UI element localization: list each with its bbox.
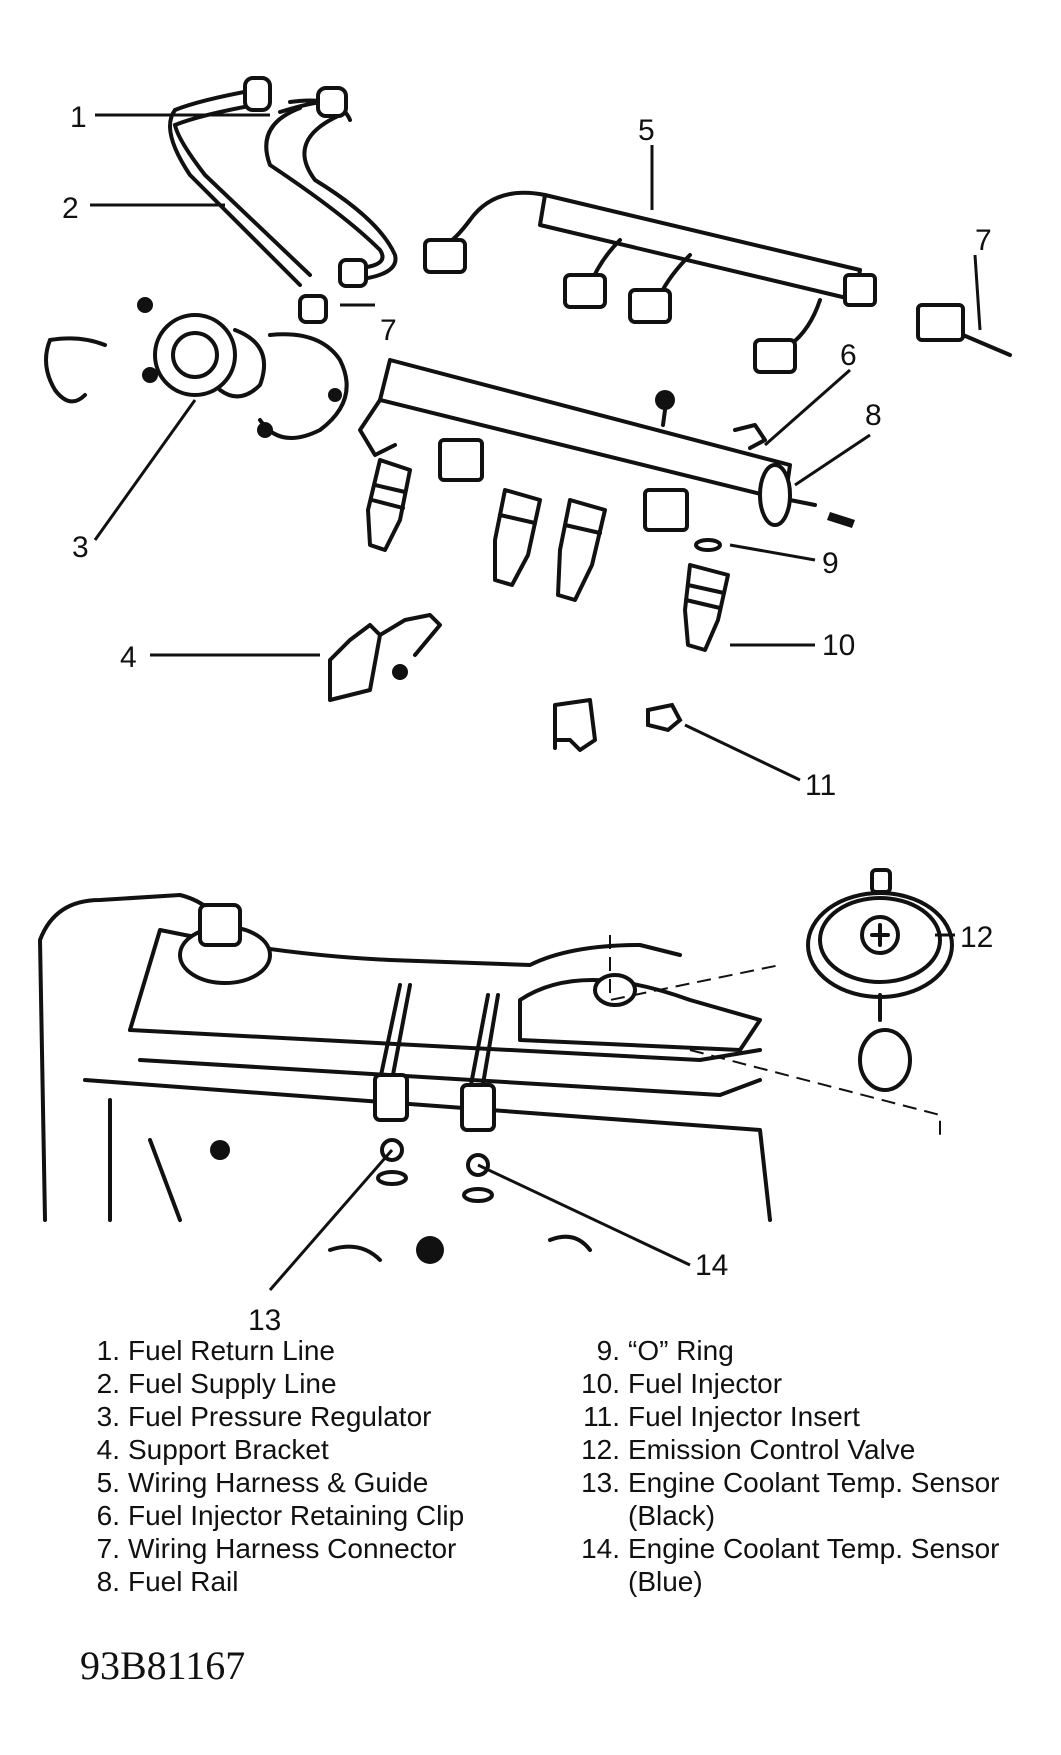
legend-item: 12. Emission Control Valve bbox=[580, 1433, 1020, 1466]
legend-number: 8. bbox=[96, 1566, 120, 1597]
callout-3: 3 bbox=[72, 531, 89, 564]
callout-13: 13 bbox=[248, 1304, 281, 1337]
legend-number: 5. bbox=[96, 1467, 120, 1498]
legend-label: Fuel Rail bbox=[128, 1566, 239, 1597]
legend-number: 7. bbox=[96, 1533, 120, 1564]
legend-label: Fuel Pressure Regulator bbox=[128, 1401, 432, 1432]
callout-7-right: 7 bbox=[975, 224, 992, 257]
engine-cylinder-head bbox=[38, 893, 772, 1264]
wiring-harness-guide bbox=[423, 190, 877, 374]
legend-item: 14. Engine Coolant Temp. Sensor (Blue) bbox=[580, 1532, 1020, 1598]
legend-label: Fuel Supply Line bbox=[128, 1368, 337, 1399]
legend-label: Fuel Injector Retaining Clip bbox=[128, 1500, 465, 1531]
callout-5: 5 bbox=[638, 114, 655, 147]
legend-number: 3. bbox=[96, 1401, 120, 1432]
legend-item: 5. Wiring Harness & Guide bbox=[80, 1466, 540, 1499]
callout-1: 1 bbox=[70, 101, 87, 134]
o-ring-injector-insert bbox=[646, 538, 730, 733]
legend-item: 13. Engine Coolant Temp. Sensor (Black) bbox=[580, 1466, 1020, 1532]
callout-2: 2 bbox=[62, 192, 79, 225]
emission-control-valve bbox=[806, 868, 954, 1092]
legend-label: Emission Control Valve bbox=[628, 1434, 916, 1465]
legend-number: 4. bbox=[96, 1434, 120, 1465]
callout-4: 4 bbox=[120, 641, 137, 674]
legend-item: 7. Wiring Harness Connector bbox=[80, 1532, 540, 1565]
legend-label: Fuel Injector bbox=[628, 1368, 783, 1399]
legend-label: “O” Ring bbox=[628, 1335, 734, 1366]
legend-number: 2. bbox=[96, 1368, 120, 1399]
legend-number: 12. bbox=[581, 1434, 620, 1465]
legend-label: Wiring Harness Connector bbox=[128, 1533, 457, 1564]
callout-12: 12 bbox=[960, 921, 993, 954]
callout-14: 14 bbox=[695, 1249, 728, 1282]
legend-label: Engine Coolant Temp. Sensor (Black) bbox=[628, 1467, 1000, 1531]
fuel-pressure-regulator bbox=[44, 297, 349, 440]
legend-right-column: 9. “O” Ring 10. Fuel Injector 11. Fuel Inject… bbox=[580, 1334, 1020, 1598]
fuel-supply-line bbox=[264, 86, 398, 324]
legend-number: 11. bbox=[583, 1401, 620, 1432]
legend-number: 6. bbox=[96, 1500, 120, 1531]
retaining-clip bbox=[733, 423, 767, 450]
emission-valve-outline bbox=[609, 935, 941, 1135]
support-brackets bbox=[328, 613, 597, 752]
legend-item: 10. Fuel Injector bbox=[580, 1367, 1020, 1400]
legend-item: 2. Fuel Supply Line bbox=[80, 1367, 540, 1400]
figure-code: 93B81167 bbox=[80, 1643, 246, 1688]
callout-8: 8 bbox=[865, 399, 882, 432]
legend-label: Fuel Return Line bbox=[128, 1335, 336, 1366]
legend-label: Engine Coolant Temp. Sensor (Blue) bbox=[628, 1533, 1000, 1597]
legend-number: 1. bbox=[96, 1335, 120, 1366]
legend-label: Support Bracket bbox=[128, 1434, 329, 1465]
callout-numbers: 1 2 7 3 4 5 7 6 8 9 10 11 12 13 14 bbox=[62, 101, 993, 1337]
legend-number: 14. bbox=[581, 1533, 620, 1564]
fuel-injectors bbox=[366, 390, 675, 602]
legend-number: 9. bbox=[596, 1335, 620, 1366]
callout-10: 10 bbox=[822, 629, 855, 662]
callout-6: 6 bbox=[840, 339, 857, 372]
legend-item: 3. Fuel Pressure Regulator bbox=[80, 1400, 540, 1433]
callout-7-left: 7 bbox=[380, 314, 397, 347]
legend-item: 8. Fuel Rail bbox=[80, 1565, 540, 1598]
legend-item: 6. Fuel Injector Retaining Clip bbox=[80, 1499, 540, 1532]
callout-11: 11 bbox=[805, 769, 836, 802]
legend-item: 4. Support Bracket bbox=[80, 1433, 540, 1466]
legend-item: 9. “O” Ring bbox=[580, 1334, 1020, 1367]
legend-label: Wiring Harness & Guide bbox=[128, 1467, 429, 1498]
legend-item: 1. Fuel Return Line bbox=[80, 1334, 540, 1367]
legend-label: Fuel Injector Insert bbox=[628, 1401, 860, 1432]
legend-item: 11. Fuel Injector Insert bbox=[580, 1400, 1020, 1433]
wiring-harness-connector bbox=[916, 303, 1012, 357]
legend-left-column: 1. Fuel Return Line 2. Fuel Supply Line 3. Fu… bbox=[80, 1334, 540, 1598]
fuel-rail bbox=[358, 358, 855, 532]
callout-9: 9 bbox=[822, 547, 839, 580]
legend-number: 10. bbox=[581, 1368, 620, 1399]
legend-number: 13. bbox=[581, 1467, 620, 1498]
leader-lines bbox=[90, 113, 982, 1291]
coolant-temp-sensors bbox=[373, 983, 500, 1203]
